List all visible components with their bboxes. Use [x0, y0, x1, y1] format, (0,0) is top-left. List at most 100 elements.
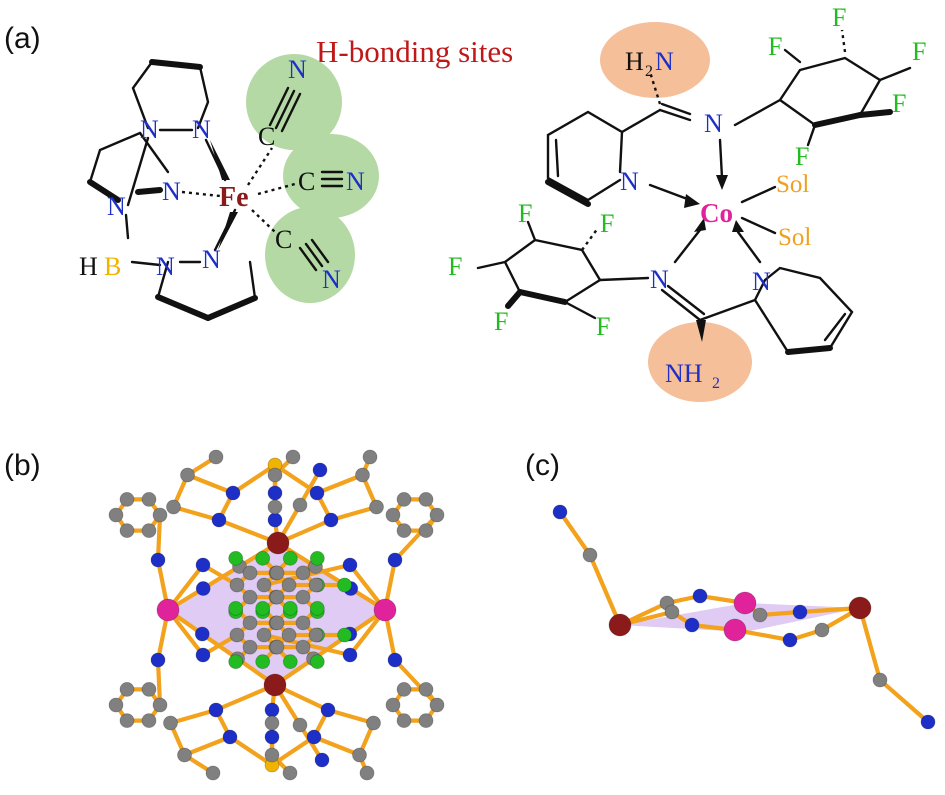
panel-label-c: (c)	[525, 449, 560, 482]
bond-stick	[325, 707, 376, 726]
f-atom-sphere	[255, 600, 271, 616]
amine-highlight-bottom	[648, 322, 752, 402]
n-atom-sphere	[267, 485, 283, 501]
co-atom-sphere	[373, 598, 397, 622]
n-atom-sphere	[264, 702, 280, 718]
n-atom-sphere	[312, 462, 328, 478]
bond-stick	[877, 677, 931, 725]
n-atom-sphere	[387, 652, 403, 668]
fe-atom-sphere	[266, 531, 290, 555]
c-atom-sphere	[362, 449, 378, 465]
boron-hydrogen: H	[79, 252, 98, 281]
n-atom-sphere	[306, 729, 322, 745]
c-atom-sphere	[141, 523, 157, 538]
c-atom-sphere	[752, 607, 768, 623]
c-atom-sphere	[281, 577, 297, 593]
c-atom-sphere	[267, 499, 283, 515]
c-atom-sphere	[308, 627, 324, 643]
c-atom-sphere	[369, 499, 384, 515]
c-atom-sphere	[295, 639, 311, 655]
c-atom-sphere	[269, 565, 285, 581]
fluorine-atom: F	[795, 142, 809, 171]
bond-stick	[587, 552, 623, 628]
f-atom-sphere	[228, 600, 244, 616]
bond-stick	[155, 657, 163, 708]
c-atom-sphere	[269, 589, 285, 605]
c-atom-sphere	[292, 497, 308, 513]
co-atom-sphere	[723, 618, 747, 642]
fluorine-atom: F	[494, 307, 508, 336]
co-complex: N N N N H 2 N NH 2 Co Sol Sol F F F F F …	[448, 3, 926, 392]
c-atom-sphere	[429, 697, 445, 713]
n-atom-sphere	[208, 702, 224, 718]
co-n-atom: N	[620, 167, 639, 196]
c-atom-sphere	[177, 747, 192, 763]
bond-stick	[314, 472, 365, 496]
n-atom-sphere	[342, 557, 358, 573]
fe-metal-center: Fe	[219, 182, 249, 213]
cyanide-n-atom: N	[288, 55, 307, 84]
n-atom-sphere	[342, 647, 358, 663]
c-atom-sphere	[295, 615, 311, 631]
c-atom-sphere	[295, 565, 311, 581]
f-atom-sphere	[282, 600, 298, 616]
c-atom-sphere	[281, 627, 297, 643]
solvent-ligand: Sol	[776, 171, 809, 198]
n-atom-sphere	[264, 729, 280, 745]
n-atom-sphere	[309, 485, 325, 501]
fluorine-atom: F	[892, 89, 906, 118]
f-atom-sphere	[255, 654, 271, 670]
c-atom-sphere	[359, 765, 375, 781]
c-atom-sphere	[396, 523, 412, 538]
amine-top-subscript: 2	[645, 63, 653, 80]
c-atom-sphere	[267, 467, 283, 483]
n-atom-sphere	[267, 512, 283, 528]
fluorine-atom: F	[596, 312, 610, 341]
c-atom-sphere	[264, 715, 280, 731]
c-atom-sphere	[352, 747, 367, 763]
cyanide-c-atom: C	[258, 122, 275, 151]
c-atom-sphere	[119, 523, 135, 538]
fe-n-atom: N	[156, 252, 175, 281]
f-atom-sphere	[228, 654, 244, 670]
bond-stick	[171, 504, 222, 523]
cyanide-n-atom: N	[322, 265, 341, 294]
bond-stick	[392, 512, 440, 563]
bond-stick	[857, 605, 883, 683]
amine-top-h: H	[625, 47, 644, 76]
bond-stick	[272, 462, 320, 496]
c-atom-sphere	[872, 672, 888, 688]
boron-atom: B	[104, 252, 121, 281]
c-atom-sphere	[229, 627, 245, 643]
c-atom-sphere	[256, 577, 272, 593]
fluorine-atom: F	[832, 3, 846, 32]
c-atom-sphere	[119, 492, 135, 507]
co-metal-center: Co	[700, 198, 733, 228]
c-atom-sphere	[108, 697, 124, 713]
bond-stick	[328, 504, 379, 523]
n-atom-sphere	[323, 512, 339, 528]
c-atom-sphere	[242, 589, 258, 605]
c-atom-sphere	[269, 615, 285, 631]
fluorine-atom: F	[518, 199, 532, 228]
cyanide-c-atom: C	[275, 225, 292, 254]
c-atom-sphere	[285, 449, 301, 465]
c-atom-sphere	[180, 467, 195, 483]
cn-highlight-middle	[283, 134, 379, 218]
n-atom-sphere	[387, 552, 403, 568]
n-atom-sphere	[150, 652, 166, 668]
n-atom-sphere	[684, 617, 700, 633]
c-atom-sphere	[141, 713, 157, 728]
n-atom-sphere	[552, 504, 568, 520]
c-atom-sphere	[208, 449, 224, 465]
bond-stick	[557, 509, 593, 558]
fluorine-atom: F	[912, 37, 926, 66]
c-atom-sphere	[229, 577, 245, 593]
c-atom-sphere	[418, 523, 434, 538]
c-atom-sphere	[141, 492, 157, 507]
co-n-atom: N	[752, 267, 771, 296]
cn-highlight-bottom	[265, 207, 355, 303]
panel-label-b: (b)	[4, 449, 41, 482]
c-atom-sphere	[418, 682, 434, 697]
